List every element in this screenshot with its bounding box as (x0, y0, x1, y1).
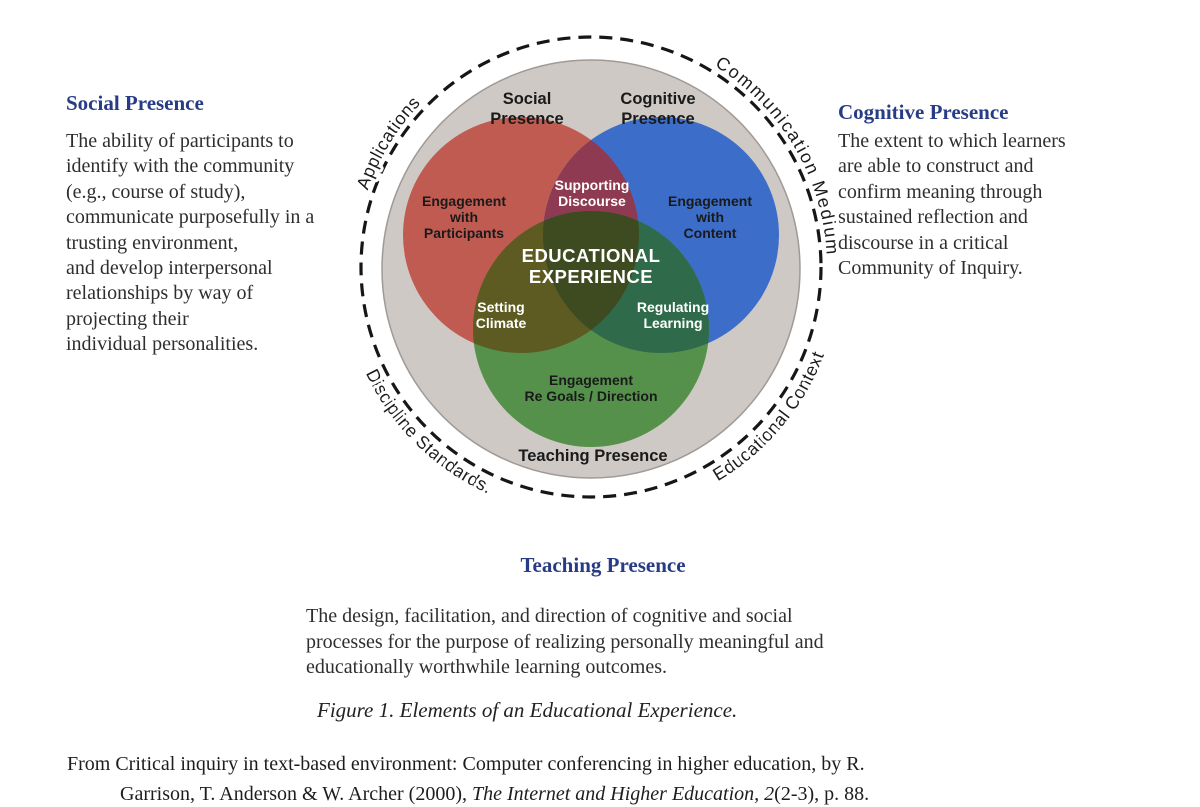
outer-dashed-ring (359, 35, 823, 499)
citation-line-2-suffix: (2-3), p. 88. (774, 783, 870, 805)
center-overlap (543, 211, 639, 353)
engagement-participants-line2: with (449, 209, 478, 225)
supporting-discourse-line1: Supporting (555, 177, 630, 193)
citation-line-1: From Critical inquiry in text-based envi… (67, 753, 865, 775)
regulating-learning-line1: Regulating (637, 299, 709, 315)
social-circle-label-line1: Social (503, 90, 552, 108)
setting-climate-line1: Setting (477, 299, 524, 315)
regulating-learning-line2: Learning (643, 315, 702, 331)
community-of-inquiry-diagram: Social Presence Cognitive Presence Teach… (350, 35, 844, 500)
citation-line-2-journal: The Internet and Higher Education, 2 (471, 783, 775, 805)
engagement-goals-line2: Re Goals / Direction (524, 388, 657, 404)
social-presence-heading: Social Presence (66, 91, 204, 116)
teaching-presence-heading: Teaching Presence (520, 553, 686, 578)
cognitive-circle-label-line2: Presence (621, 110, 694, 128)
citation-line-2-prefix: Garrison, T. Anderson & W. Archer (2000)… (120, 783, 472, 805)
cognitive-presence-description: The extent to which learners are able to… (838, 130, 1066, 280)
social-circle-label-line2: Presence (490, 110, 563, 128)
engagement-goals-line1: Engagement (549, 372, 633, 388)
engagement-content-line1: Engagement (668, 193, 752, 209)
teaching-circle-label: Teaching Presence (518, 447, 667, 465)
setting-climate-line2: Climate (476, 315, 527, 331)
cognitive-presence-heading: Cognitive Presence (838, 100, 1009, 125)
social-presence-description: The ability of participants to identify … (66, 130, 315, 356)
engagement-participants-line1: Engagement (422, 193, 506, 209)
cognitive-circle-label-line1: Cognitive (620, 90, 695, 108)
engagement-participants-line3: Participants (424, 225, 504, 241)
figure-caption: Figure 1. Elements of an Educational Exp… (317, 698, 738, 722)
engagement-content-line3: Content (684, 225, 737, 241)
supporting-discourse-line2: Discourse (558, 193, 626, 209)
citation-line-2: Garrison, T. Anderson & W. Archer (2000)… (120, 783, 869, 806)
educational-experience-line1: EDUCATIONAL (522, 245, 661, 266)
engagement-content-line2: with (695, 209, 724, 225)
educational-experience-line2: EXPERIENCE (529, 266, 653, 287)
teaching-presence-description: The design, facilitation, and direction … (306, 605, 824, 678)
